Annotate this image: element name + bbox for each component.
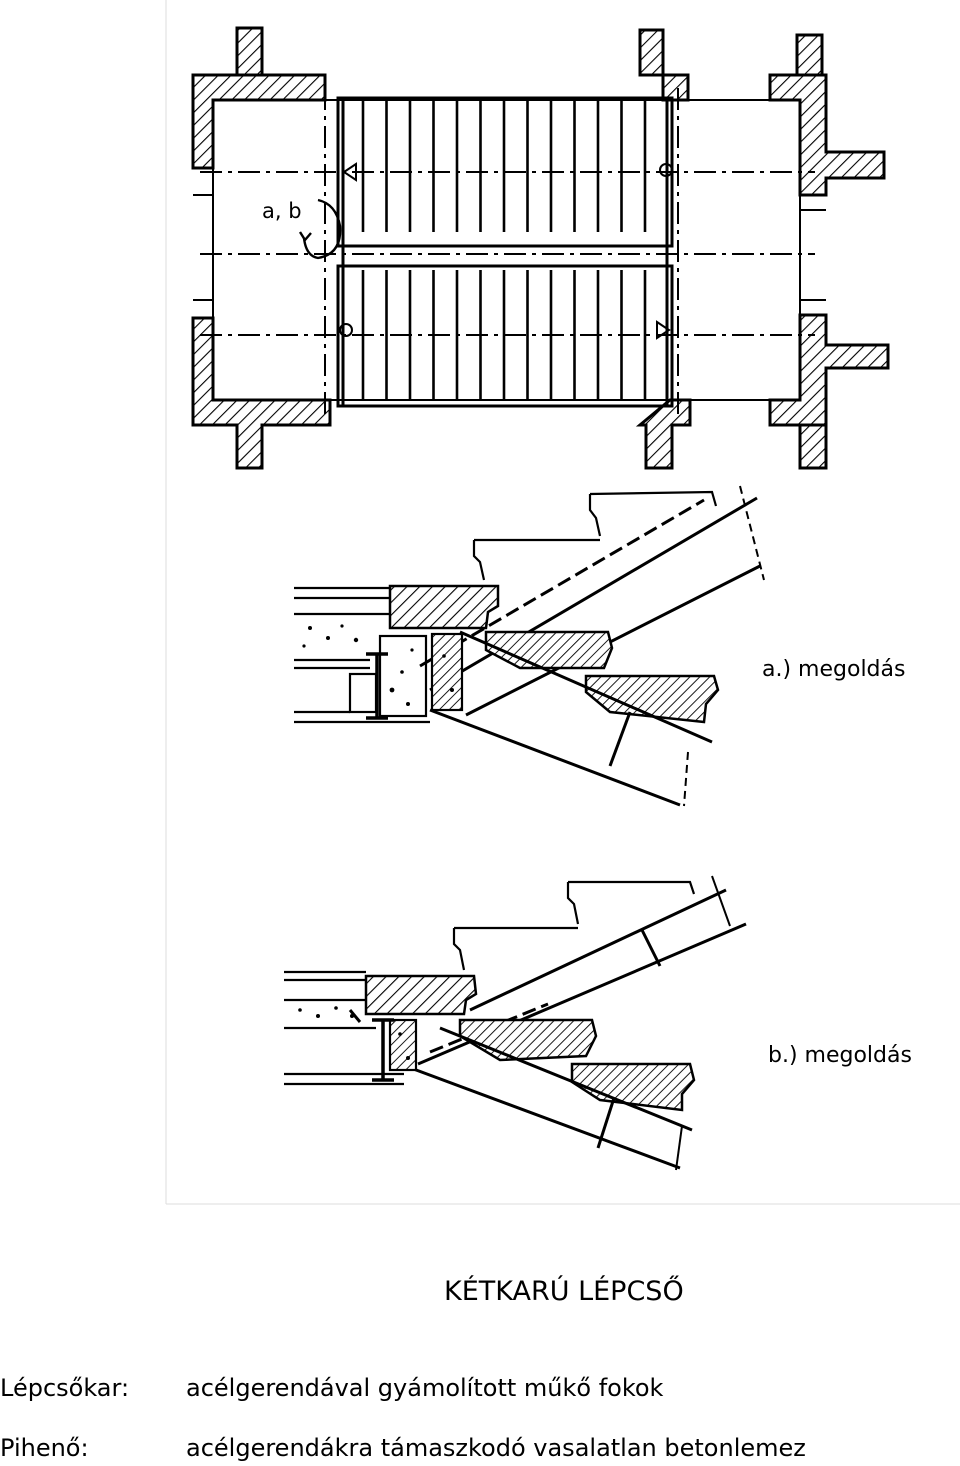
section-a: a.) megoldás — [294, 485, 905, 807]
plan-walls — [191, 26, 890, 470]
section-b-upper-steps — [452, 880, 696, 971]
plan-outline — [193, 99, 826, 401]
caption-term-stair-flight: Lépcsőkar: — [0, 1374, 130, 1402]
section-b-concrete-dots — [298, 1006, 410, 1060]
section-b-label: b.) megoldás — [768, 1043, 912, 1068]
section-a-upper-steps — [472, 490, 718, 581]
section-b-lower-stringer — [399, 1026, 693, 1171]
section-a-concrete-dots — [302, 624, 454, 706]
section-b: b.) megoldás — [284, 875, 912, 1171]
caption-description-landing: acélgerendákra támaszkodó vasalatlan bet… — [186, 1434, 806, 1462]
section-marker — [298, 198, 342, 260]
stair-drawing: a, b — [165, 0, 960, 1205]
section-b-landing — [284, 970, 418, 1086]
plan-marker-label: a, b — [262, 199, 302, 223]
floor-plan: a, b — [191, 26, 890, 470]
section-a-landing — [294, 586, 464, 724]
direction-arrows — [339, 162, 673, 340]
plan-axes — [200, 88, 815, 420]
section-a-lower-stringer — [429, 630, 713, 807]
section-a-stringer — [419, 485, 765, 717]
drawing-frame — [165, 0, 960, 1205]
caption-term-landing: Pihenő: — [0, 1434, 89, 1462]
drawing-title: KÉTKARÚ LÉPCSŐ — [444, 1276, 684, 1307]
caption-description-stair-flight: acélgerendával gyámolított műkő fokok — [186, 1374, 664, 1402]
section-a-steps — [388, 584, 720, 724]
stair-treads — [361, 98, 647, 400]
section-a-label: a.) megoldás — [762, 657, 905, 682]
